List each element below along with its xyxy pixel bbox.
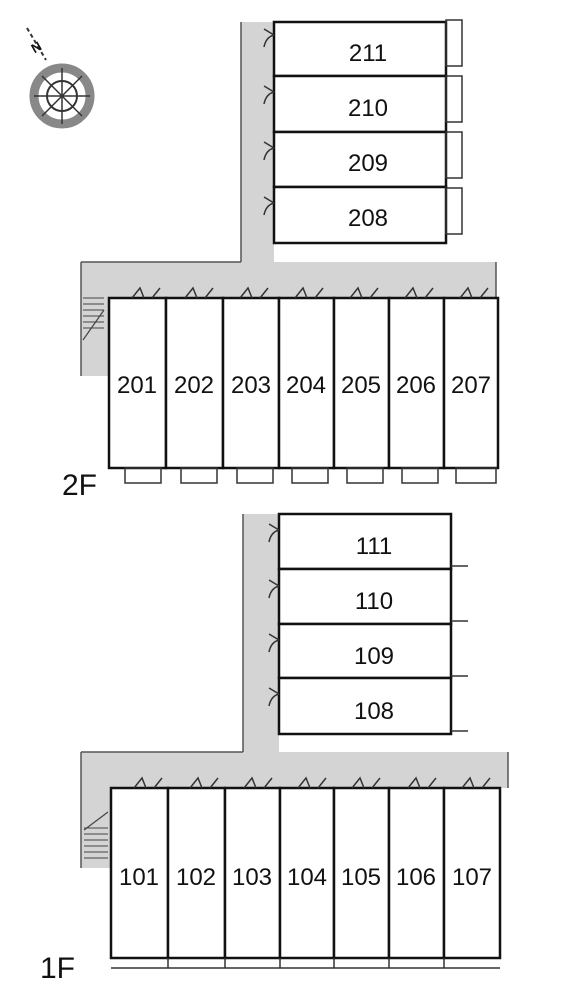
room-108[interactable] [277, 676, 453, 736]
room-210[interactable] [272, 74, 448, 134]
door-icon [263, 28, 275, 48]
door-icon [133, 776, 163, 789]
door-icon [263, 85, 275, 105]
corridor-horizontal-1f [81, 752, 508, 788]
room-110[interactable] [277, 567, 453, 626]
balcony-206 [401, 467, 439, 484]
door-icon [268, 523, 280, 543]
door-icon [459, 286, 489, 299]
room-label: 210 [348, 95, 388, 122]
room-label: 202 [174, 372, 214, 399]
balcony-207 [455, 467, 497, 484]
room-label: 106 [396, 864, 436, 891]
door-icon [189, 776, 219, 789]
room-label: 209 [348, 150, 388, 177]
door-icon [404, 286, 434, 299]
balcony-205 [346, 467, 384, 484]
corridor-stair-landing-1f [81, 752, 111, 868]
room-106[interactable] [387, 786, 446, 960]
balcony-204 [291, 467, 329, 484]
door-icon [263, 141, 275, 161]
lower-rooms-2f: 201 202 203 204 205 206 207 [107, 286, 500, 484]
room-label: 107 [452, 864, 492, 891]
stairs-2f [82, 297, 105, 341]
door-icon [239, 286, 269, 299]
room-label: 110 [355, 588, 393, 615]
door-icon [268, 579, 280, 599]
room-label: 103 [232, 864, 272, 891]
room-label: 211 [349, 40, 387, 67]
room-label: 111 [356, 533, 392, 560]
room-109[interactable] [277, 622, 453, 680]
stairs-1f [83, 811, 109, 859]
balcony-210 [445, 75, 463, 123]
room-label: 102 [176, 864, 216, 891]
balcony-209 [445, 131, 463, 179]
room-label: 207 [451, 372, 491, 399]
room-211[interactable] [272, 20, 448, 78]
compass-icon: N [26, 27, 95, 129]
room-label: 206 [396, 372, 436, 399]
room-107[interactable] [442, 786, 502, 960]
door-icon [184, 286, 214, 299]
floor-1f: 111 110 109 108 [40, 512, 509, 985]
room-203[interactable] [221, 296, 281, 470]
balcony-208 [445, 187, 463, 235]
floor-2f: 211 210 209 208 [62, 19, 500, 502]
room-105[interactable] [332, 786, 391, 960]
room-206[interactable] [387, 296, 446, 470]
door-icon [268, 633, 280, 653]
floor-label-2f: 2F [62, 469, 97, 502]
corridor-vertical-1f [243, 514, 279, 776]
door-icon [297, 776, 327, 789]
room-204[interactable] [277, 296, 336, 470]
room-label: 208 [348, 205, 388, 232]
door-icon [407, 776, 437, 789]
room-label: 204 [286, 372, 326, 399]
door-icon [263, 196, 275, 216]
upper-rooms-2f: 211 210 209 208 [263, 19, 463, 245]
door-icon [349, 286, 379, 299]
room-label: 203 [231, 372, 271, 399]
balcony-211 [445, 19, 463, 67]
room-label: 105 [341, 864, 381, 891]
room-201[interactable] [107, 296, 168, 470]
corridor-horizontal-2f [81, 262, 496, 298]
room-label: 109 [354, 643, 394, 670]
door-icon [243, 776, 273, 789]
door-icon [131, 286, 161, 299]
room-label: 201 [117, 372, 157, 399]
door-icon [268, 687, 280, 707]
balcony-202 [180, 467, 218, 484]
balcony-201 [124, 467, 162, 484]
corridor-stair-landing-2f [81, 262, 109, 376]
balcony-203 [236, 467, 274, 484]
upper-rooms-1f: 111 110 109 108 [268, 512, 468, 736]
floor-label-1f: 1F [40, 952, 75, 985]
door-icon [351, 776, 381, 789]
room-103[interactable] [223, 786, 282, 960]
room-label: 101 [119, 864, 159, 891]
room-label: 108 [354, 698, 394, 725]
room-label: 104 [287, 864, 327, 891]
room-104[interactable] [278, 786, 336, 960]
lower-rooms-1f: 101 102 103 104 105 106 107 [109, 776, 502, 969]
room-label: 205 [341, 372, 381, 399]
door-icon [461, 776, 491, 789]
room-207[interactable] [442, 296, 500, 470]
door-icon [294, 286, 324, 299]
room-111[interactable] [277, 512, 453, 571]
